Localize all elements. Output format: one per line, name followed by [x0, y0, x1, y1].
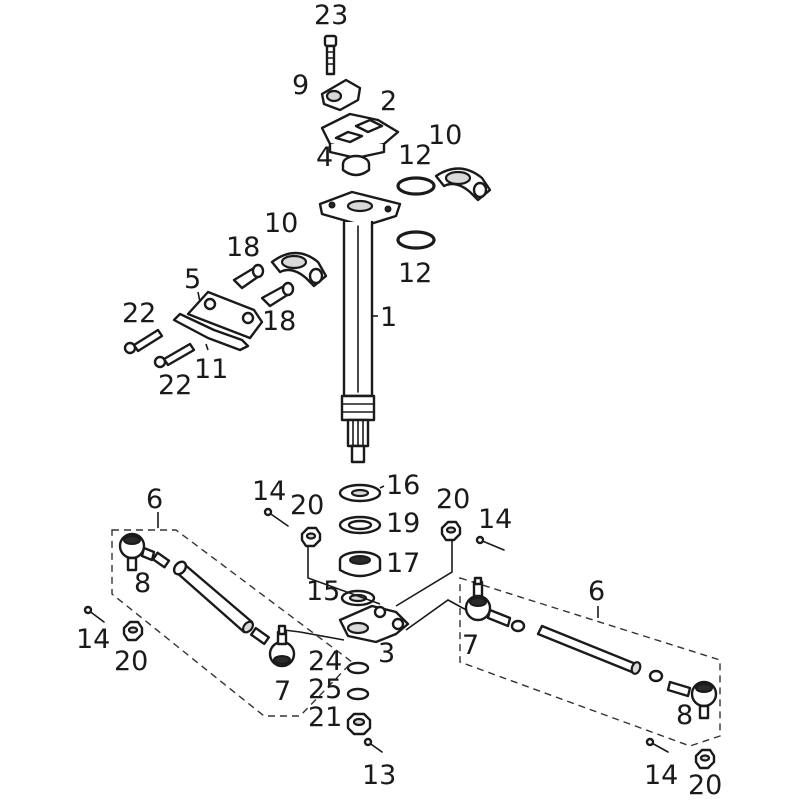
cotter-pin-14-left-top: [263, 507, 289, 527]
callout-6-right: 6: [588, 576, 605, 607]
cotter-pin-13: [363, 737, 383, 753]
washer-16: [338, 483, 382, 503]
callout-20-left: 20: [114, 646, 148, 677]
callout-17: 17: [386, 548, 420, 579]
washer-25: [346, 687, 370, 701]
link-plate-5: [186, 290, 264, 340]
callout-10-mid: 10: [264, 208, 298, 239]
tie-rod-group-6-right-outline: [459, 577, 721, 747]
callout-18-top: 18: [226, 232, 260, 263]
nut-20-right-top: [440, 520, 462, 542]
leader-nut-left-to-arm: [307, 546, 381, 605]
ball-joint-7-right: [464, 576, 492, 622]
bearing-17: [338, 550, 382, 578]
o-ring-12-top: [396, 176, 436, 196]
callout-24: 24: [308, 646, 342, 677]
callout-14-left-top: 14: [252, 476, 286, 507]
pin-22-bottom: [153, 342, 196, 369]
cotter-pin-14-right-top: [475, 535, 505, 551]
callout-18-bottom: 18: [262, 306, 296, 337]
callout-11: 11: [194, 354, 228, 385]
callout-23: 23: [314, 0, 348, 31]
o-ring-12-mid: [396, 230, 436, 250]
tie-rod-bar-right: [536, 624, 642, 675]
steering-column-1: [318, 190, 402, 464]
tie-rod-group-6-left-outline: [111, 529, 354, 717]
callout-13: 13: [362, 760, 396, 791]
tie-rod-end-left-inner: [151, 551, 171, 569]
ball-joint-8-left: [118, 532, 156, 572]
leader-11: [205, 343, 209, 351]
seal-19: [338, 515, 382, 535]
cap-4: [341, 154, 371, 177]
callout-14-right: 14: [644, 760, 678, 791]
nut-20-left: [122, 620, 144, 642]
steering-arm-3: [338, 604, 410, 644]
callout-12-top: 12: [398, 140, 432, 171]
callout-9: 9: [292, 70, 309, 101]
leader-nut-right-to-arm: [395, 540, 453, 607]
callout-7-left: 7: [274, 676, 291, 707]
callout-2: 2: [380, 86, 397, 117]
callout-19: 19: [386, 508, 420, 539]
bearing-15: [340, 589, 376, 607]
cotter-pin-14-right: [645, 737, 669, 753]
bracket-2: [320, 112, 400, 160]
callout-4: 4: [316, 142, 333, 173]
tie-rod-end-right-inner: [486, 608, 526, 633]
callout-14-right-top: 14: [478, 504, 512, 535]
callout-15: 15: [306, 576, 340, 607]
clamp-10-mid: [270, 251, 328, 288]
callout-7-right: 7: [462, 630, 479, 661]
ball-joint-7-left: [268, 624, 296, 668]
clamp-10-top: [434, 167, 492, 202]
callout-1: 1: [380, 302, 397, 333]
callout-8-right: 8: [676, 700, 693, 731]
callout-10-top: 10: [428, 120, 462, 151]
tie-rod-bar-left: [172, 560, 255, 634]
callout-20-right: 20: [688, 770, 722, 800]
callout-5: 5: [184, 264, 201, 295]
bolt-23: [323, 34, 338, 76]
leader-arm-to-left-tierod: [283, 629, 345, 641]
tie-rod-end-right-outer: [648, 669, 692, 698]
callout-8-left: 8: [134, 568, 151, 599]
callout-21: 21: [308, 702, 342, 733]
callout-22-bottom: 22: [158, 370, 192, 401]
callout-12-mid: 12: [398, 258, 432, 289]
bushing-18-top: [232, 263, 265, 290]
callout-20-right-top: 20: [436, 484, 470, 515]
leader-arm-to-right-tierod: [405, 599, 471, 631]
nut-20-left-top: [300, 526, 322, 548]
callout-16: 16: [386, 470, 420, 501]
callout-3: 3: [378, 638, 395, 669]
leader-5: [197, 291, 201, 303]
washer-24: [346, 661, 370, 675]
callout-20-left-top: 20: [290, 490, 324, 521]
link-bar-11: [172, 312, 250, 352]
nut-21: [346, 712, 372, 736]
cotter-pin-14-left: [83, 605, 105, 623]
bushing-18-bottom: [260, 281, 295, 308]
tie-rod-end-left-outer: [249, 626, 271, 646]
callout-14-left: 14: [76, 624, 110, 655]
pin-22-top: [123, 328, 164, 355]
nut-20-right: [694, 748, 716, 770]
leader-16: [379, 485, 385, 489]
callout-25: 25: [308, 674, 342, 705]
callout-22-top: 22: [122, 298, 156, 329]
ball-joint-8-right: [690, 680, 718, 720]
clamp-9: [320, 78, 362, 112]
callout-6-left: 6: [146, 484, 163, 515]
